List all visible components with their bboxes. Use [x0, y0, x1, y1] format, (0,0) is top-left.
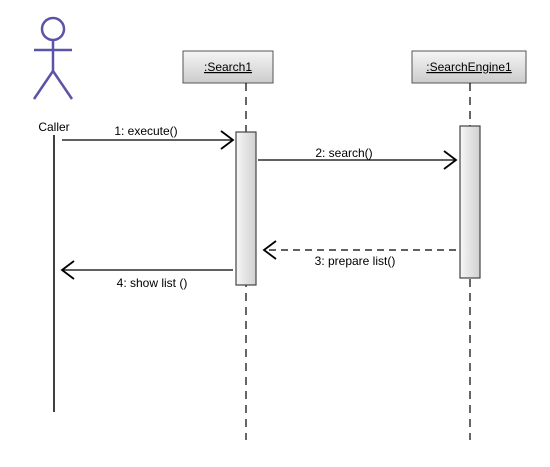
open-arrowhead-icon — [262, 240, 277, 260]
message-label: 1: execute() — [114, 124, 177, 138]
lifeline-label: :SearchEngine1 — [426, 60, 512, 74]
message-label: 4: show list () — [117, 276, 188, 290]
caller-actor: Caller — [32, 16, 74, 412]
activation-bar — [235, 131, 257, 286]
message-4: 4: show list () — [60, 260, 233, 290]
message-label: 2: search() — [315, 146, 372, 160]
message-label: 3: prepare list() — [315, 254, 396, 268]
lifeline-head-box — [182, 50, 274, 84]
lifeline-label: :Search1 — [204, 60, 252, 74]
lifeline-head-box — [411, 50, 527, 84]
stick-figure-icon — [32, 16, 74, 100]
open-arrowhead-icon — [443, 150, 458, 170]
open-arrowhead-icon — [60, 260, 75, 280]
activation-bar — [459, 125, 481, 279]
message-1: 1: execute() — [62, 124, 235, 150]
message-2: 2: search() — [258, 146, 458, 170]
message-3: 3: prepare list() — [262, 240, 456, 268]
lifeline-search1: :Search1 — [182, 50, 274, 440]
open-arrowhead-icon — [220, 130, 235, 150]
lifeline-searchengine1: :SearchEngine1 — [411, 50, 527, 440]
actor-label: Caller — [38, 120, 69, 134]
